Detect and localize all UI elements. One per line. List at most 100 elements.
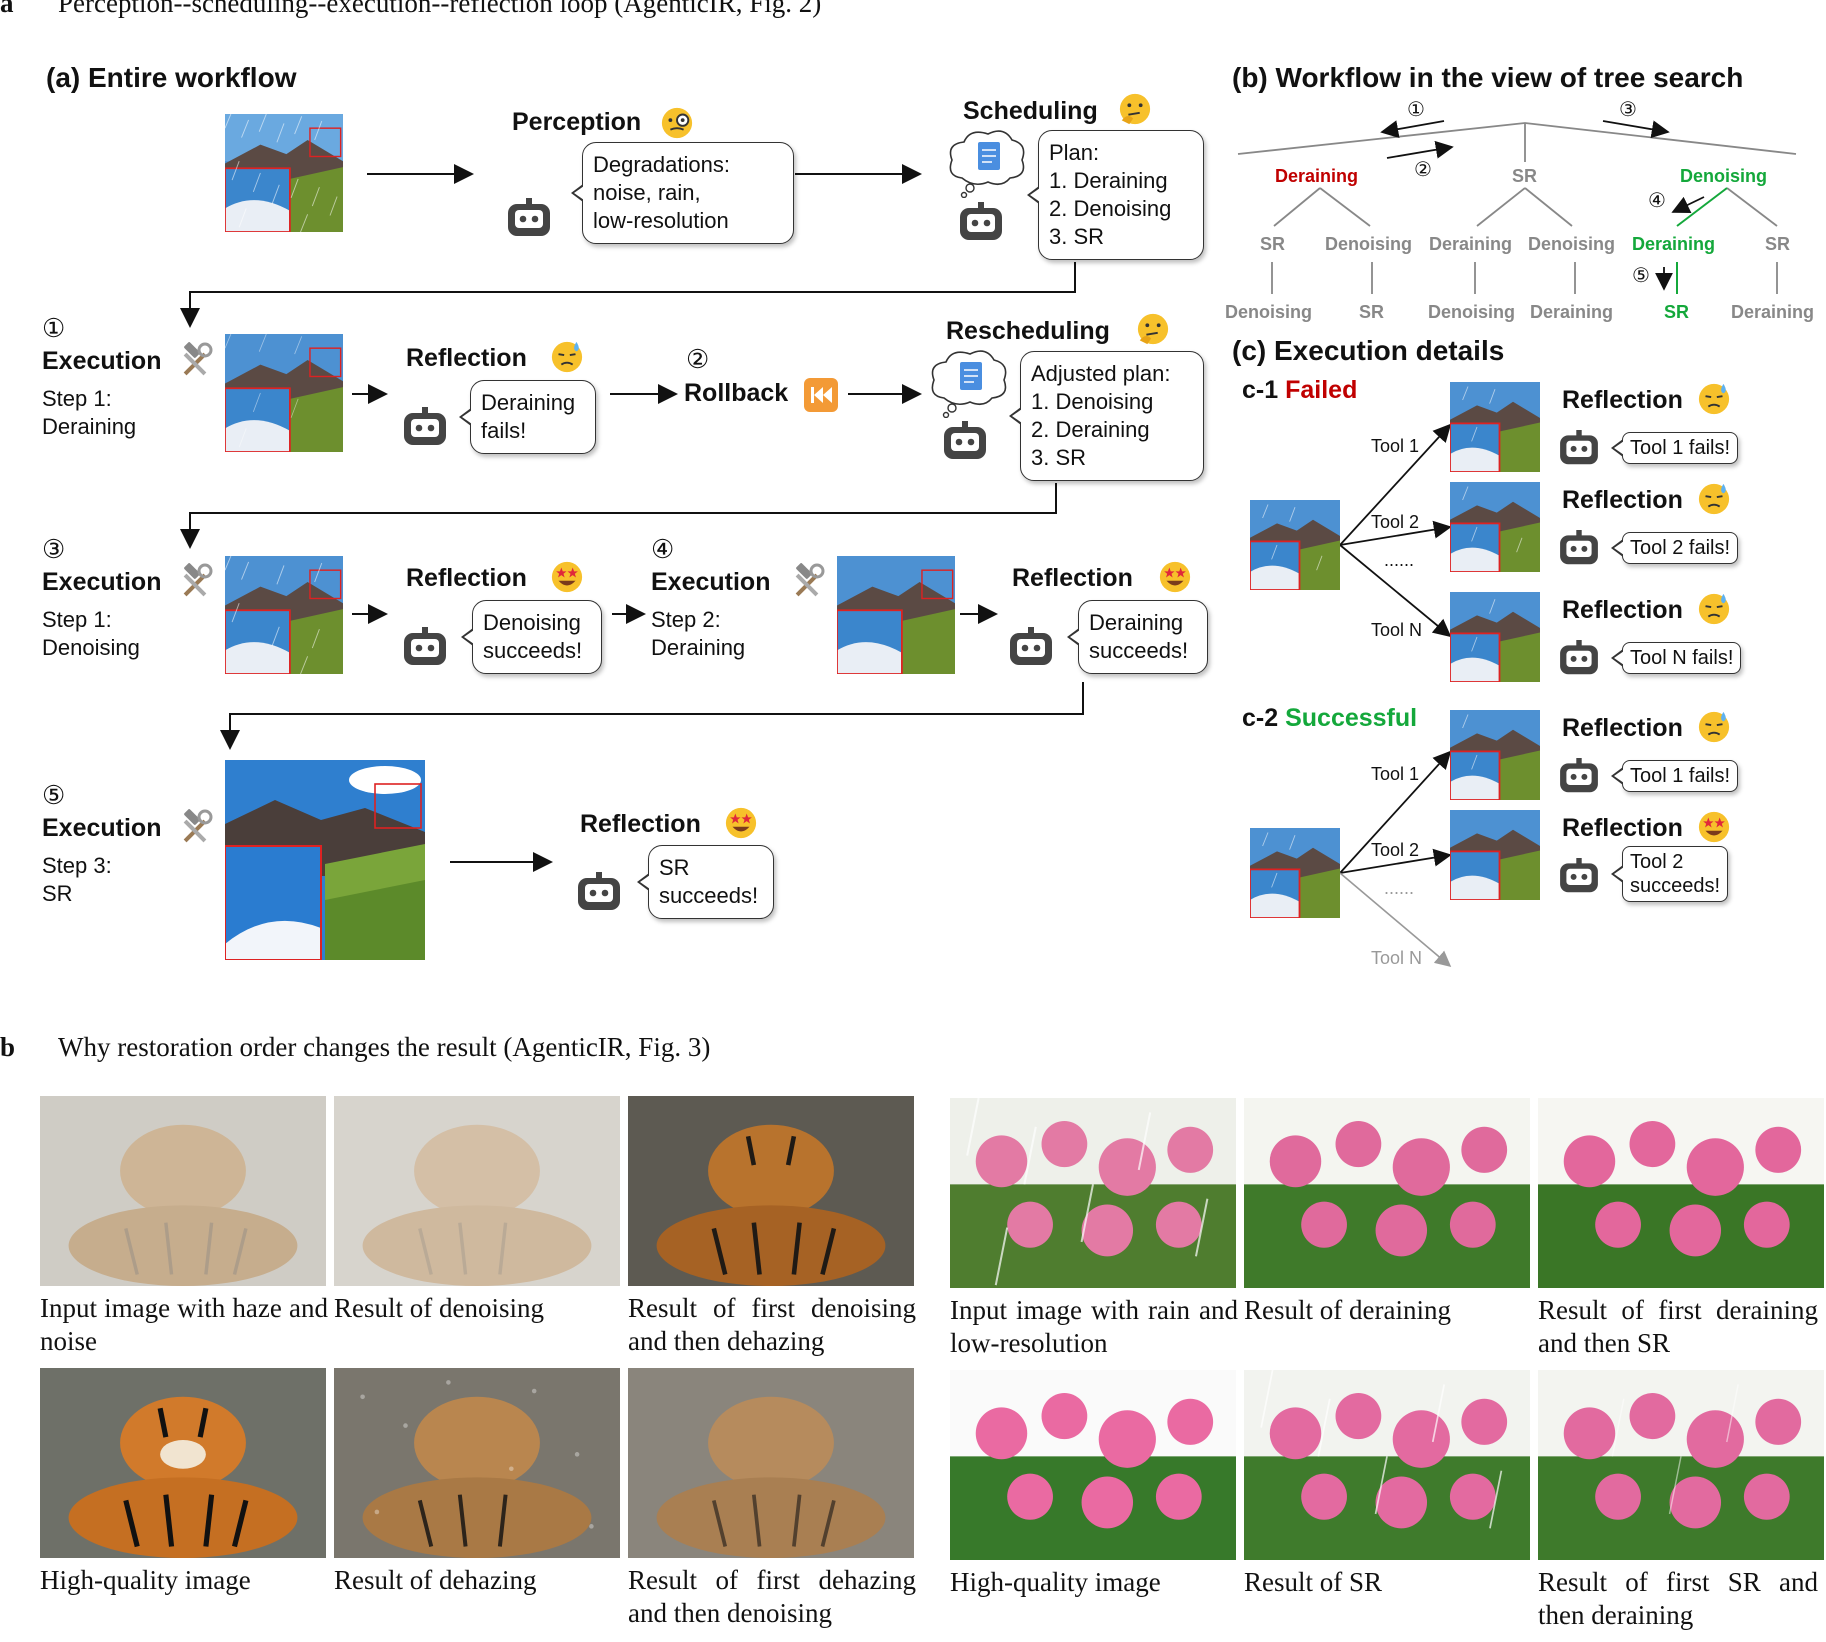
rose-caption: Result of first deraining and then SR [1538, 1295, 1818, 1358]
step-description: Step 1: Deraining [42, 385, 136, 441]
perception-bubble-line: low-resolution [593, 208, 729, 233]
input-degraded-image [225, 114, 343, 232]
tree-mark-4: ④ [1648, 190, 1666, 212]
tree-node-l1-deraining: Deraining [1275, 166, 1359, 186]
thought-cloud-icon [949, 130, 1025, 198]
bubble-line: succeeds! [1089, 638, 1189, 663]
c2-tool-label: Tool 1 [1371, 764, 1420, 784]
hammer-wrench-icon [183, 342, 213, 376]
plan-line: 2. Deraining [1031, 417, 1150, 442]
downcast-sweat-face-icon [1698, 711, 1730, 743]
tree-node-l2: Denoising [1325, 234, 1413, 254]
tool-reflection-bubble: Tool 1 fails! [1610, 760, 1739, 792]
downcast-sweat-face-icon [1698, 383, 1730, 415]
star-struck-face-icon [725, 807, 757, 839]
tiger-dehaze-then-denoise [628, 1368, 914, 1558]
tiger-denoised [334, 1096, 620, 1286]
perception-bubble: Degradations: noise, rain, low-resolutio… [571, 142, 794, 244]
tree-node-l3: Deraining [1731, 302, 1815, 322]
c1-tool1-output [1450, 382, 1540, 472]
step-line: Step 1: [42, 607, 112, 632]
reflection-title: Reflection [1562, 814, 1683, 842]
execution-details-title: (c) Execution details [1232, 335, 1505, 366]
star-struck-face-icon [1698, 811, 1730, 843]
step-description: Step 1: Denoising [42, 606, 140, 662]
rose-caption: Result of first SR and then deraining [1538, 1567, 1818, 1630]
downcast-sweat-face-icon [1698, 483, 1730, 515]
tiger-high-quality [40, 1368, 326, 1558]
c2-status: Successful [1285, 704, 1418, 732]
tree-node-l3: Deraining [1530, 302, 1614, 322]
reflection-bubble: Deraining fails! [459, 380, 596, 454]
robot-icon [1560, 430, 1598, 465]
c1-label: c-1 Failed [1242, 376, 1357, 405]
robot-icon [1560, 640, 1598, 675]
panel-b-heading: Why restoration order changes the result… [58, 1032, 711, 1062]
robot-icon [944, 421, 986, 459]
bubble-line: succeeds! [1630, 875, 1721, 897]
reflection-title: Reflection [1562, 386, 1683, 414]
reflection-title: Reflection [406, 344, 527, 372]
rose-caption: Result of SR [1244, 1567, 1383, 1597]
rose-derain-then-sr [1538, 1098, 1824, 1288]
rewind-icon [804, 378, 838, 412]
step-line: Step 3: [42, 853, 112, 878]
tiger-caption: Result of first denoising and then dehaz… [628, 1293, 916, 1356]
c1-prefix: c-1 [1242, 376, 1279, 404]
reflection-title: Reflection [1562, 596, 1683, 624]
bubble-line: Tool 2 fails! [1630, 537, 1731, 559]
c2-input-image [1250, 828, 1340, 918]
star-struck-face-icon [1159, 561, 1191, 593]
tree-node-l2: SR [1260, 234, 1286, 254]
tree-search-title: (b) Workflow in the view of tree search [1232, 62, 1744, 93]
c2-tool1-output [1450, 710, 1540, 800]
step-marker-1: ① [42, 313, 66, 343]
step-marker-2: ② [686, 344, 710, 374]
reflection-title: Reflection [1012, 564, 1133, 592]
tiger-caption: Result of denoising [334, 1293, 544, 1323]
c2-prefix: c-2 [1242, 704, 1279, 732]
robot-icon [404, 627, 446, 665]
c2-tool-label: Tool 2 [1371, 840, 1420, 860]
rose-high-quality [950, 1370, 1236, 1560]
tree-node-l3: Denoising [1225, 302, 1313, 322]
step-line: Deraining [42, 414, 137, 439]
reflection-title: Reflection [580, 810, 701, 838]
bubble-line: succeeds! [483, 638, 583, 663]
tree-mark-3: ③ [1619, 99, 1637, 121]
monocle-face-icon [661, 107, 693, 139]
plan-line: Adjusted plan: [1031, 361, 1171, 386]
step-line: SR [42, 881, 73, 906]
bubble-line: Tool 2 [1630, 851, 1684, 873]
robot-icon [1560, 758, 1598, 793]
thought-cloud-icon [931, 350, 1007, 418]
c2-tool2-output [1450, 810, 1540, 900]
robot-icon [404, 407, 446, 445]
hammer-wrench-icon [183, 563, 213, 597]
c1-tool-ellipsis: ...... [1384, 550, 1415, 570]
tree-node-l2-deraining: Deraining [1632, 234, 1716, 254]
tree-node-l3: SR [1359, 302, 1385, 322]
plan-line: 3. SR [1049, 224, 1105, 249]
scheduling-title: Scheduling [963, 97, 1098, 125]
bubble-line: Deraining [1089, 610, 1184, 635]
tool-reflection-bubble: Tool N fails! [1610, 642, 1742, 674]
step-line: Step 1: [42, 386, 112, 411]
star-struck-face-icon [551, 561, 583, 593]
tree-node-l1-denoising: Denoising [1680, 166, 1768, 186]
entire-workflow-title: (a) Entire workflow [46, 62, 297, 93]
plan-line: 3. SR [1031, 445, 1087, 470]
rose-caption: Input image with rain and low-resolution [950, 1295, 1238, 1358]
step-description: Step 3: SR [42, 852, 112, 908]
rescheduling-bubble: Adjusted plan: 1. Denoising 2. Deraining… [1009, 351, 1204, 481]
tree-node-l2: Denoising [1528, 234, 1616, 254]
downcast-sweat-face-icon [551, 341, 583, 373]
tool-reflection-bubble: Tool 1 fails! [1610, 432, 1739, 464]
c1-tool-label: Tool 2 [1371, 512, 1420, 532]
tiger-caption: High-quality image [40, 1565, 251, 1595]
tiger-caption: Result of dehazing [334, 1565, 537, 1595]
tree-mark-2: ② [1414, 159, 1432, 181]
hammer-wrench-icon [795, 563, 825, 597]
c1-tool-label: Tool N [1371, 620, 1423, 640]
tool-reflection-bubble: Tool 2 fails! [1610, 532, 1739, 564]
